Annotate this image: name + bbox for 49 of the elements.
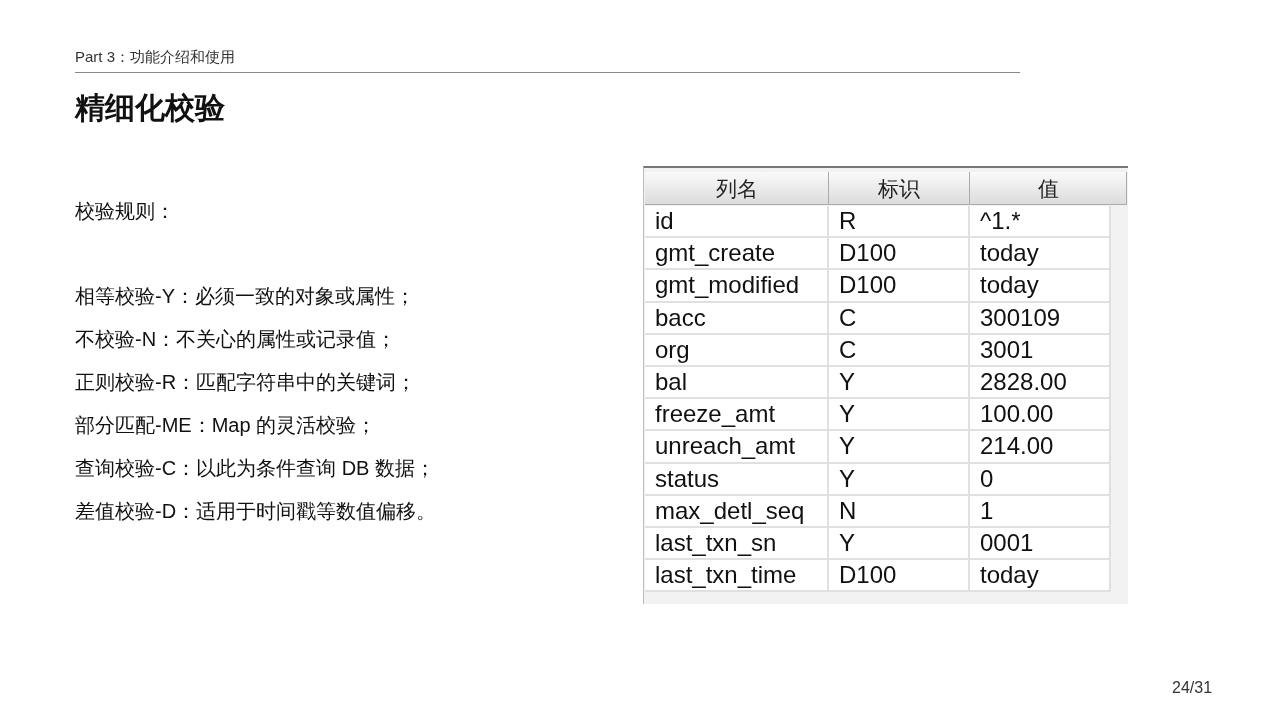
section-header: Part 3：功能介绍和使用 xyxy=(75,48,236,67)
table-cell: Y xyxy=(829,463,970,496)
table-cell: id xyxy=(645,206,829,239)
table-cell: R xyxy=(829,206,970,239)
table-cell: 3001 xyxy=(970,334,1111,367)
table-cell: max_detl_seq xyxy=(645,495,829,528)
slide-title: 精细化校验 xyxy=(75,90,225,126)
table-cell: Y xyxy=(829,399,970,432)
table-cell: 2828.00 xyxy=(970,367,1111,400)
table-cell: Y xyxy=(829,367,970,400)
table-cell: unreach_amt xyxy=(645,431,829,464)
table-cell: 1 xyxy=(970,495,1111,528)
rule-text: 查询校验-C：以此为条件查询 DB 数据； xyxy=(75,456,435,481)
table-cell: today xyxy=(970,270,1111,303)
table-cell: 100.00 xyxy=(970,399,1111,432)
table-cell: D100 xyxy=(829,270,970,303)
table-cell: org xyxy=(645,334,829,367)
table-cell: 300109 xyxy=(970,302,1111,335)
column-header: 列名 xyxy=(645,172,829,205)
table-cell: bacc xyxy=(645,302,829,335)
table-cell: last_txn_time xyxy=(645,560,829,593)
subheading: 校验规则： xyxy=(75,199,175,224)
column-header: 值 xyxy=(970,172,1127,205)
page-number: 24/31 xyxy=(1172,679,1213,697)
rule-text: 相等校验-Y：必须一致的对象或属性； xyxy=(75,284,415,309)
rule-text: 正则校验-R：匹配字符串中的关键词； xyxy=(75,370,417,395)
column-header: 标识 xyxy=(829,172,970,205)
table-cell: today xyxy=(970,238,1111,271)
table-cell: 0001 xyxy=(970,528,1111,561)
table-cell: freeze_amt xyxy=(645,399,829,432)
rule-text: 差值校验-D：适用于时间戳等数值偏移。 xyxy=(75,499,437,524)
rule-text: 部分匹配-ME：Map 的灵活校验； xyxy=(75,413,377,438)
table-cell: N xyxy=(829,495,970,528)
table-cell: C xyxy=(829,334,970,367)
table-cell: gmt_create xyxy=(645,238,829,271)
table-cell: status xyxy=(645,463,829,496)
table-cell: C xyxy=(829,302,970,335)
table-cell: 214.00 xyxy=(970,431,1111,464)
table-cell: D100 xyxy=(829,238,970,271)
rule-text: 不校验-N：不关心的属性或记录值； xyxy=(75,327,397,352)
table-cell: Y xyxy=(829,528,970,561)
table-cell: today xyxy=(970,560,1111,593)
table-cell: 0 xyxy=(970,463,1111,496)
table-cell: D100 xyxy=(829,560,970,593)
table-cell: gmt_modified xyxy=(645,270,829,303)
table-cell: Y xyxy=(829,431,970,464)
table-cell: last_txn_sn xyxy=(645,528,829,561)
table-cell: bal xyxy=(645,367,829,400)
table-cell: ^1.* xyxy=(970,206,1111,239)
